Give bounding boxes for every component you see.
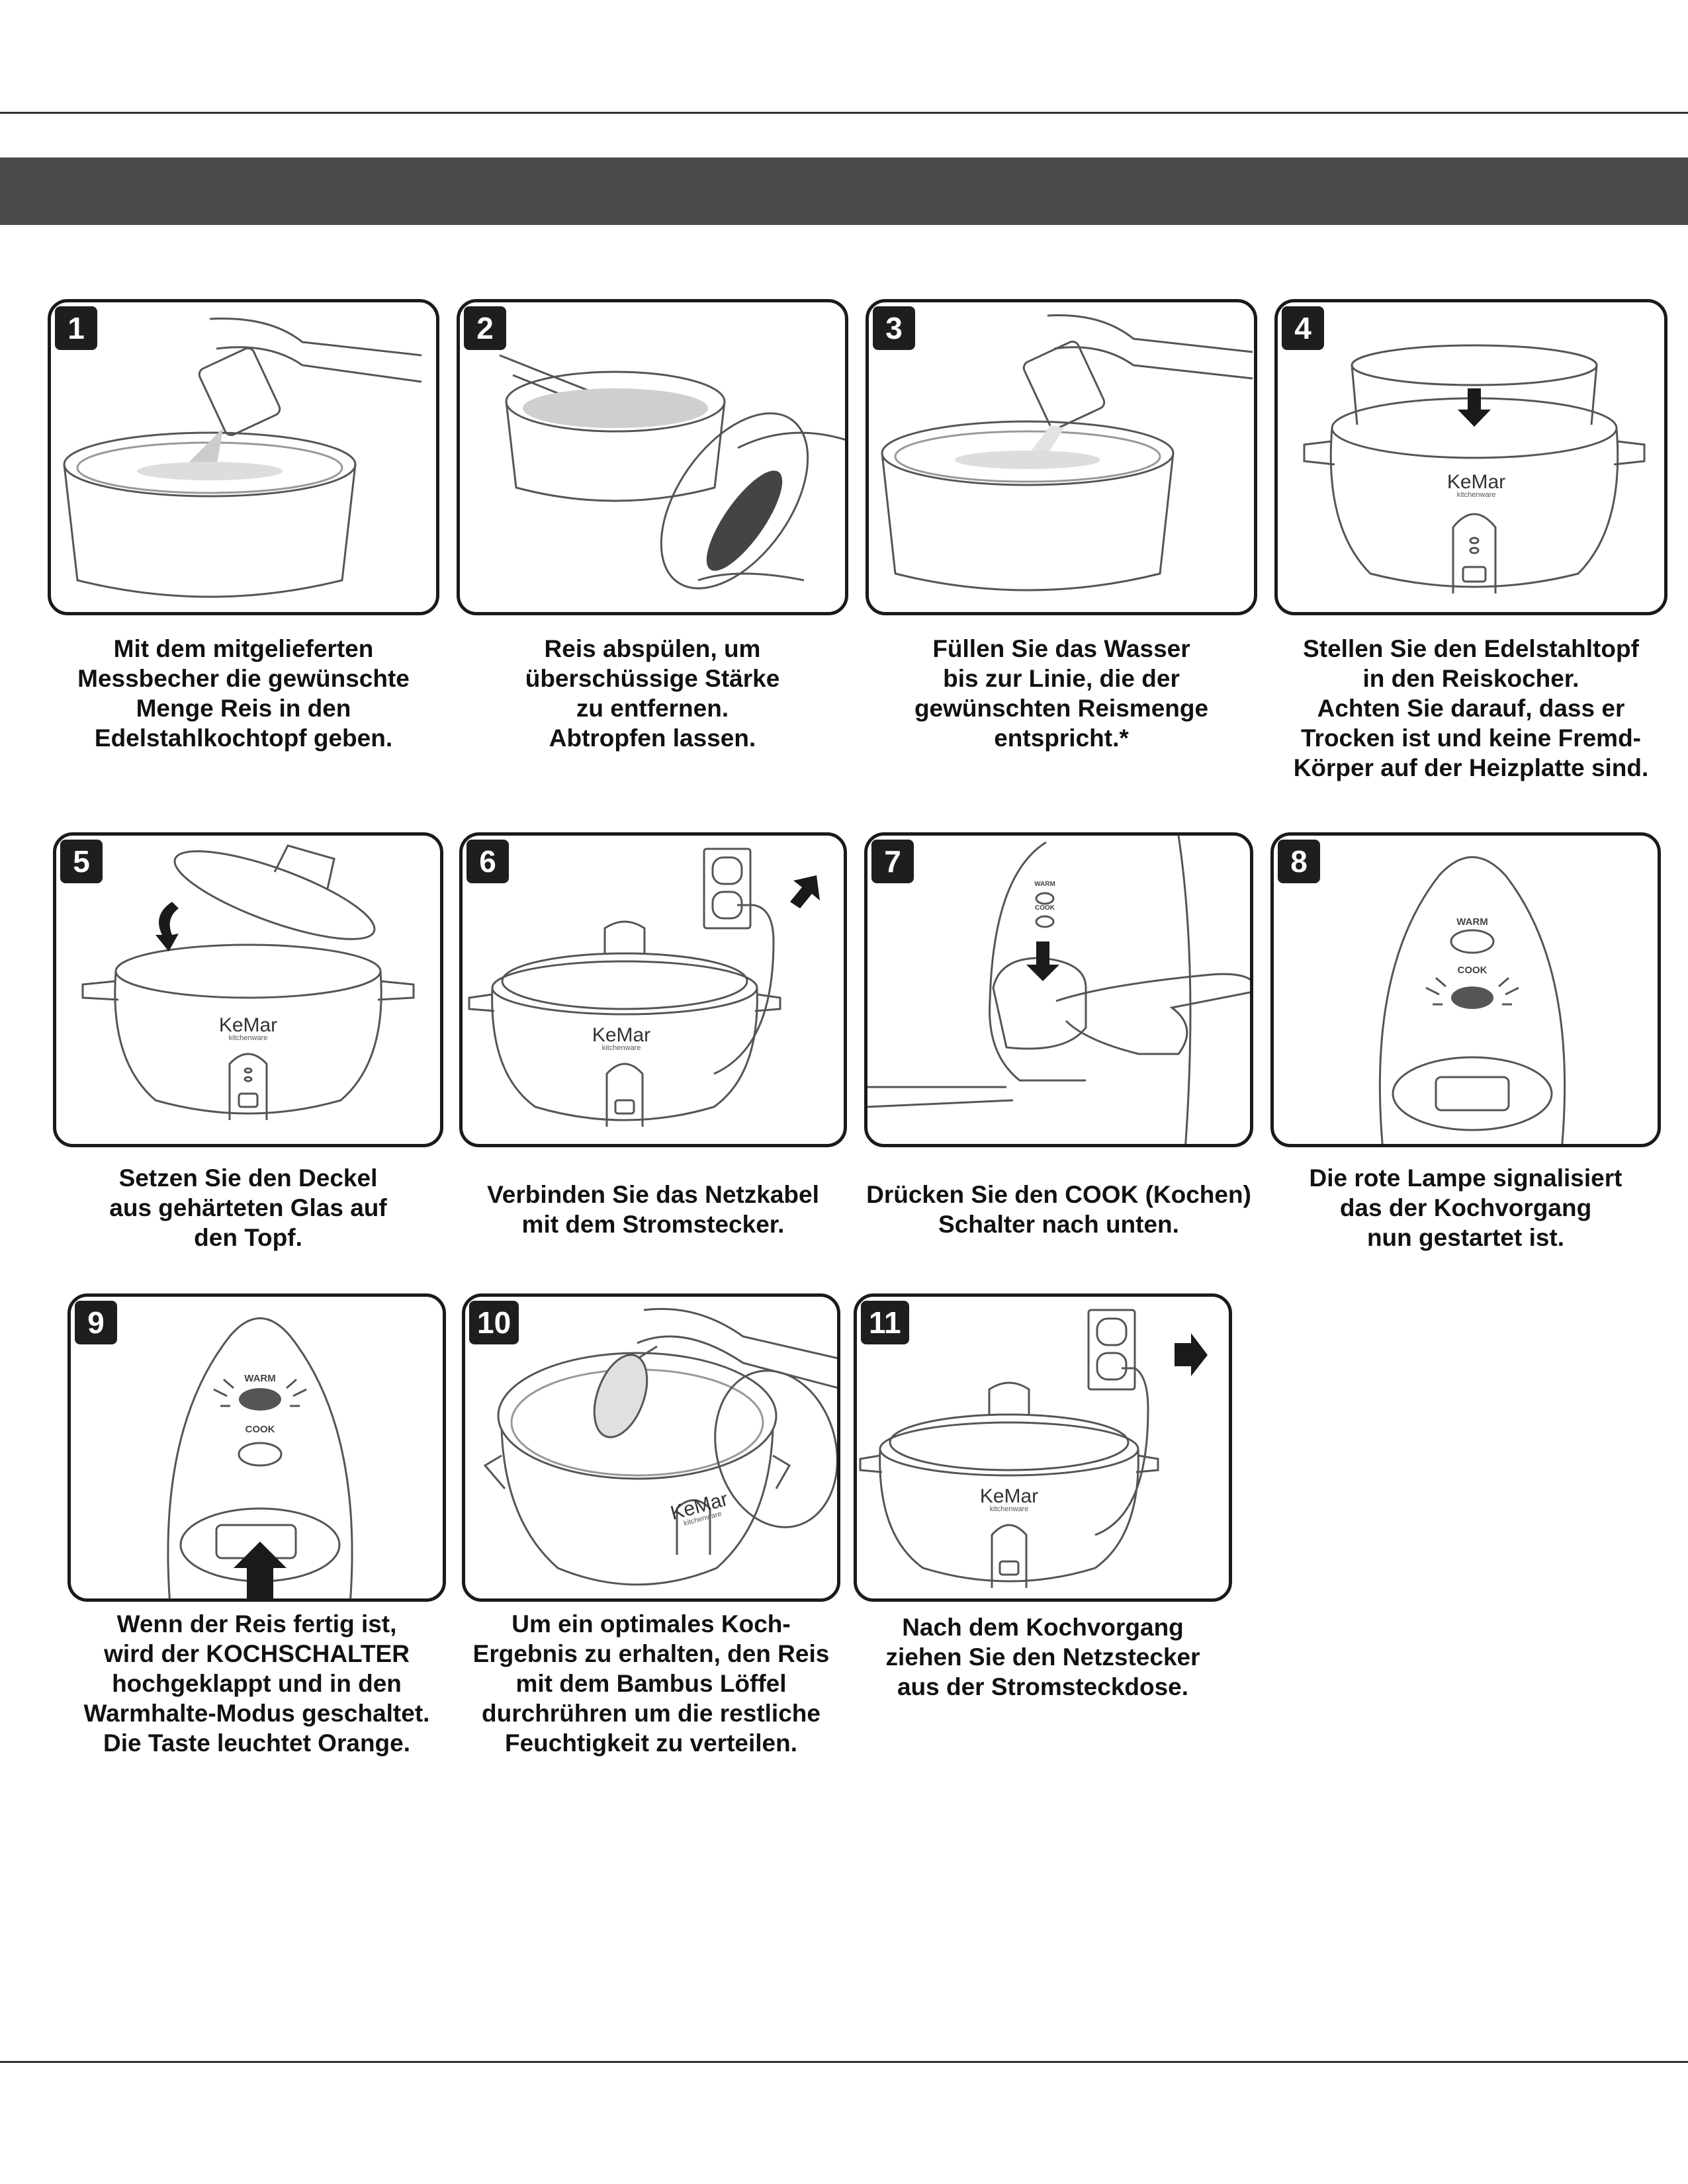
stir-rice-illustration — [483, 1307, 837, 1586]
kemar-logo: KeMar kitchenware — [592, 1024, 651, 1052]
cook-label: COOK — [1035, 904, 1055, 912]
unplug-illustration — [859, 1309, 1208, 1588]
step-1-caption: Mit dem mitgelieferten Messbecher die ge… — [77, 635, 410, 752]
step-10-number: 10 — [469, 1301, 519, 1344]
step-5-number: 5 — [60, 840, 103, 883]
step-9-caption: Wenn der Reis fertig ist, wird der KOCHS… — [83, 1610, 430, 1757]
step-2-panel: 2 — [457, 299, 848, 615]
step-8-panel: WARM COOK 8 — [1270, 832, 1661, 1147]
insert-pot-illustration — [1303, 344, 1646, 593]
step-7-panel: WARM COOK 7 — [864, 832, 1253, 1147]
step-10-caption: Um ein optimales Koch- Ergebnis zu erhal… — [472, 1610, 830, 1757]
step-4-caption: Stellen Sie den Edelstahltopf in den Rei… — [1293, 635, 1649, 781]
step-8-number: 8 — [1278, 840, 1320, 883]
step-7-number: 7 — [871, 840, 914, 883]
step-6-caption: Verbinden Sie das Netzkabel mit dem Stro… — [487, 1181, 819, 1238]
kemar-logo: KeMar kitchenware — [979, 1485, 1039, 1513]
header-banner — [0, 157, 1688, 225]
warm-label: WARM — [1456, 916, 1488, 928]
step-3-caption: Füllen Sie das Wasser bis zur Linie, die… — [914, 635, 1209, 752]
add-water-illustration — [881, 314, 1253, 591]
cook-label: COOK — [1457, 965, 1488, 976]
rinse-rice-illustration — [499, 354, 845, 590]
step-1-panel: 1 — [48, 299, 439, 615]
step-4-panel: KeMar kitchenware 4 — [1274, 299, 1667, 615]
kemar-logo: KeMar kitchenware — [1446, 471, 1506, 499]
warm-mode-illustration — [167, 1317, 353, 1598]
step-5-panel: KeMar kitchenware 5 — [53, 832, 443, 1147]
step-3-number: 3 — [873, 306, 915, 350]
step-9-number: 9 — [75, 1301, 117, 1344]
step-2-caption: Reis abspülen, um überschüssige Stärke z… — [525, 635, 780, 752]
warm-label: WARM — [244, 1373, 276, 1384]
step-3-panel: 3 — [866, 299, 1257, 615]
step-11-caption: Nach dem Kochvorgang ziehen Sie den Netz… — [885, 1614, 1200, 1700]
step-9-panel: WARM COOK 9 — [67, 1293, 446, 1602]
warm-label: WARM — [1034, 881, 1055, 888]
step-6-panel: KeMar kitchenware 6 — [459, 832, 847, 1147]
step-1-number: 1 — [55, 306, 97, 350]
cook-label: COOK — [245, 1424, 275, 1435]
step-7-caption: Drücken Sie den COOK (Kochen) Schalter n… — [866, 1181, 1251, 1238]
step-6-number: 6 — [466, 840, 509, 883]
step-5-caption: Setzen Sie den Deckel aus gehärteten Gla… — [109, 1164, 387, 1251]
press-cook-illustration — [867, 836, 1250, 1144]
bottom-rule — [0, 2061, 1688, 2063]
cook-lamp-illustration — [1378, 856, 1566, 1144]
kemar-logo: KeMar kitchenware — [218, 1014, 278, 1042]
top-rule — [0, 112, 1688, 114]
step-10-panel: KeMar kitchenware 10 — [462, 1293, 840, 1602]
step-8-caption: Die rote Lampe signalisiert das der Koch… — [1309, 1164, 1622, 1251]
pour-rice-illustration — [63, 317, 422, 598]
plug-in-illustration — [468, 848, 820, 1127]
step-11-number: 11 — [861, 1301, 909, 1344]
step-11-panel: KeMar kitchenware 11 — [854, 1293, 1232, 1602]
place-lid-illustration — [81, 844, 415, 1120]
step-2-number: 2 — [464, 306, 506, 350]
step-4-number: 4 — [1282, 306, 1324, 350]
